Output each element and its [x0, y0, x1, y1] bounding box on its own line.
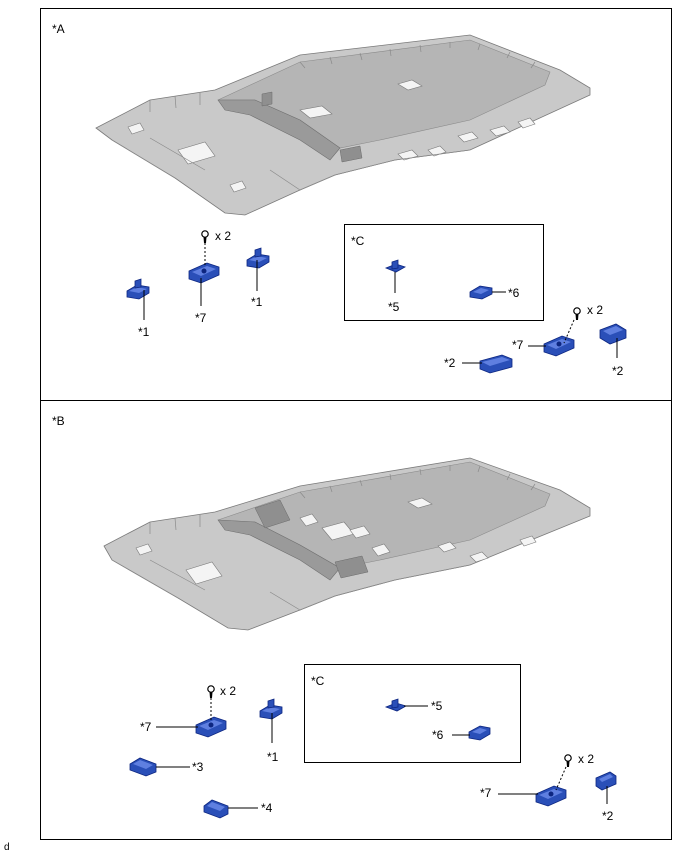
- section-b-frame: [40, 400, 672, 840]
- bracket-part-7-right: [535, 785, 567, 807]
- quantity-label: x 2: [220, 684, 236, 698]
- callout-7: *7: [140, 720, 152, 734]
- block-part-2-left: [479, 354, 513, 374]
- callout-7-right: *7: [480, 786, 492, 800]
- quantity-label: x 2: [215, 229, 231, 243]
- callout-2-left: *2: [444, 356, 456, 370]
- clip-part-5: [384, 698, 408, 712]
- callout-1-left: *1: [138, 325, 150, 339]
- quantity-label: x 2: [578, 752, 594, 766]
- section-a-label: *A: [52, 22, 65, 36]
- block-part-2-right: [599, 323, 627, 345]
- block-part-2: [595, 771, 617, 791]
- quantity-label: x 2: [587, 303, 603, 317]
- section-a-detail-c-label: *C: [351, 234, 365, 248]
- callout-7-right: *7: [512, 338, 524, 352]
- callout-7: *7: [195, 311, 207, 325]
- callout-6: *6: [508, 286, 520, 300]
- callout-3: *3: [192, 760, 204, 774]
- roof-headliner-b: [103, 457, 591, 631]
- section-b-detail-c-frame: [304, 664, 521, 763]
- bracket-part-7-right: [543, 335, 575, 357]
- roof-headliner-a: [95, 34, 591, 216]
- block-part-3: [129, 757, 157, 777]
- screw-dashed-line: [563, 319, 575, 344]
- callout-1: *1: [267, 750, 279, 764]
- callout-4: *4: [261, 801, 273, 815]
- callout-2: *2: [602, 809, 614, 823]
- callout-5: *5: [388, 300, 400, 314]
- section-b-detail-c-label: *C: [311, 674, 325, 688]
- screw-dashed-line: [555, 766, 567, 791]
- clip-part-1: [259, 698, 283, 720]
- figure-code: d: [4, 842, 10, 852]
- screw-icon: [201, 230, 209, 244]
- screw-icon: [564, 754, 572, 768]
- section-a-detail-c-frame: [344, 224, 544, 321]
- clip-part-1-right: [246, 247, 270, 269]
- block-part-4: [203, 799, 229, 819]
- clip-part-6: [468, 725, 491, 741]
- bracket-part-7: [188, 262, 220, 284]
- section-b-label: *B: [52, 414, 65, 428]
- clip-part-5: [384, 259, 406, 273]
- clip-part-1-left: [126, 278, 150, 300]
- callout-2-right: *2: [612, 364, 624, 378]
- clip-part-6: [469, 285, 493, 300]
- callout-5: *5: [431, 699, 443, 713]
- screw-icon: [573, 307, 581, 321]
- callout-6: *6: [432, 728, 444, 742]
- callout-1-right: *1: [251, 295, 263, 309]
- screw-icon: [207, 685, 215, 699]
